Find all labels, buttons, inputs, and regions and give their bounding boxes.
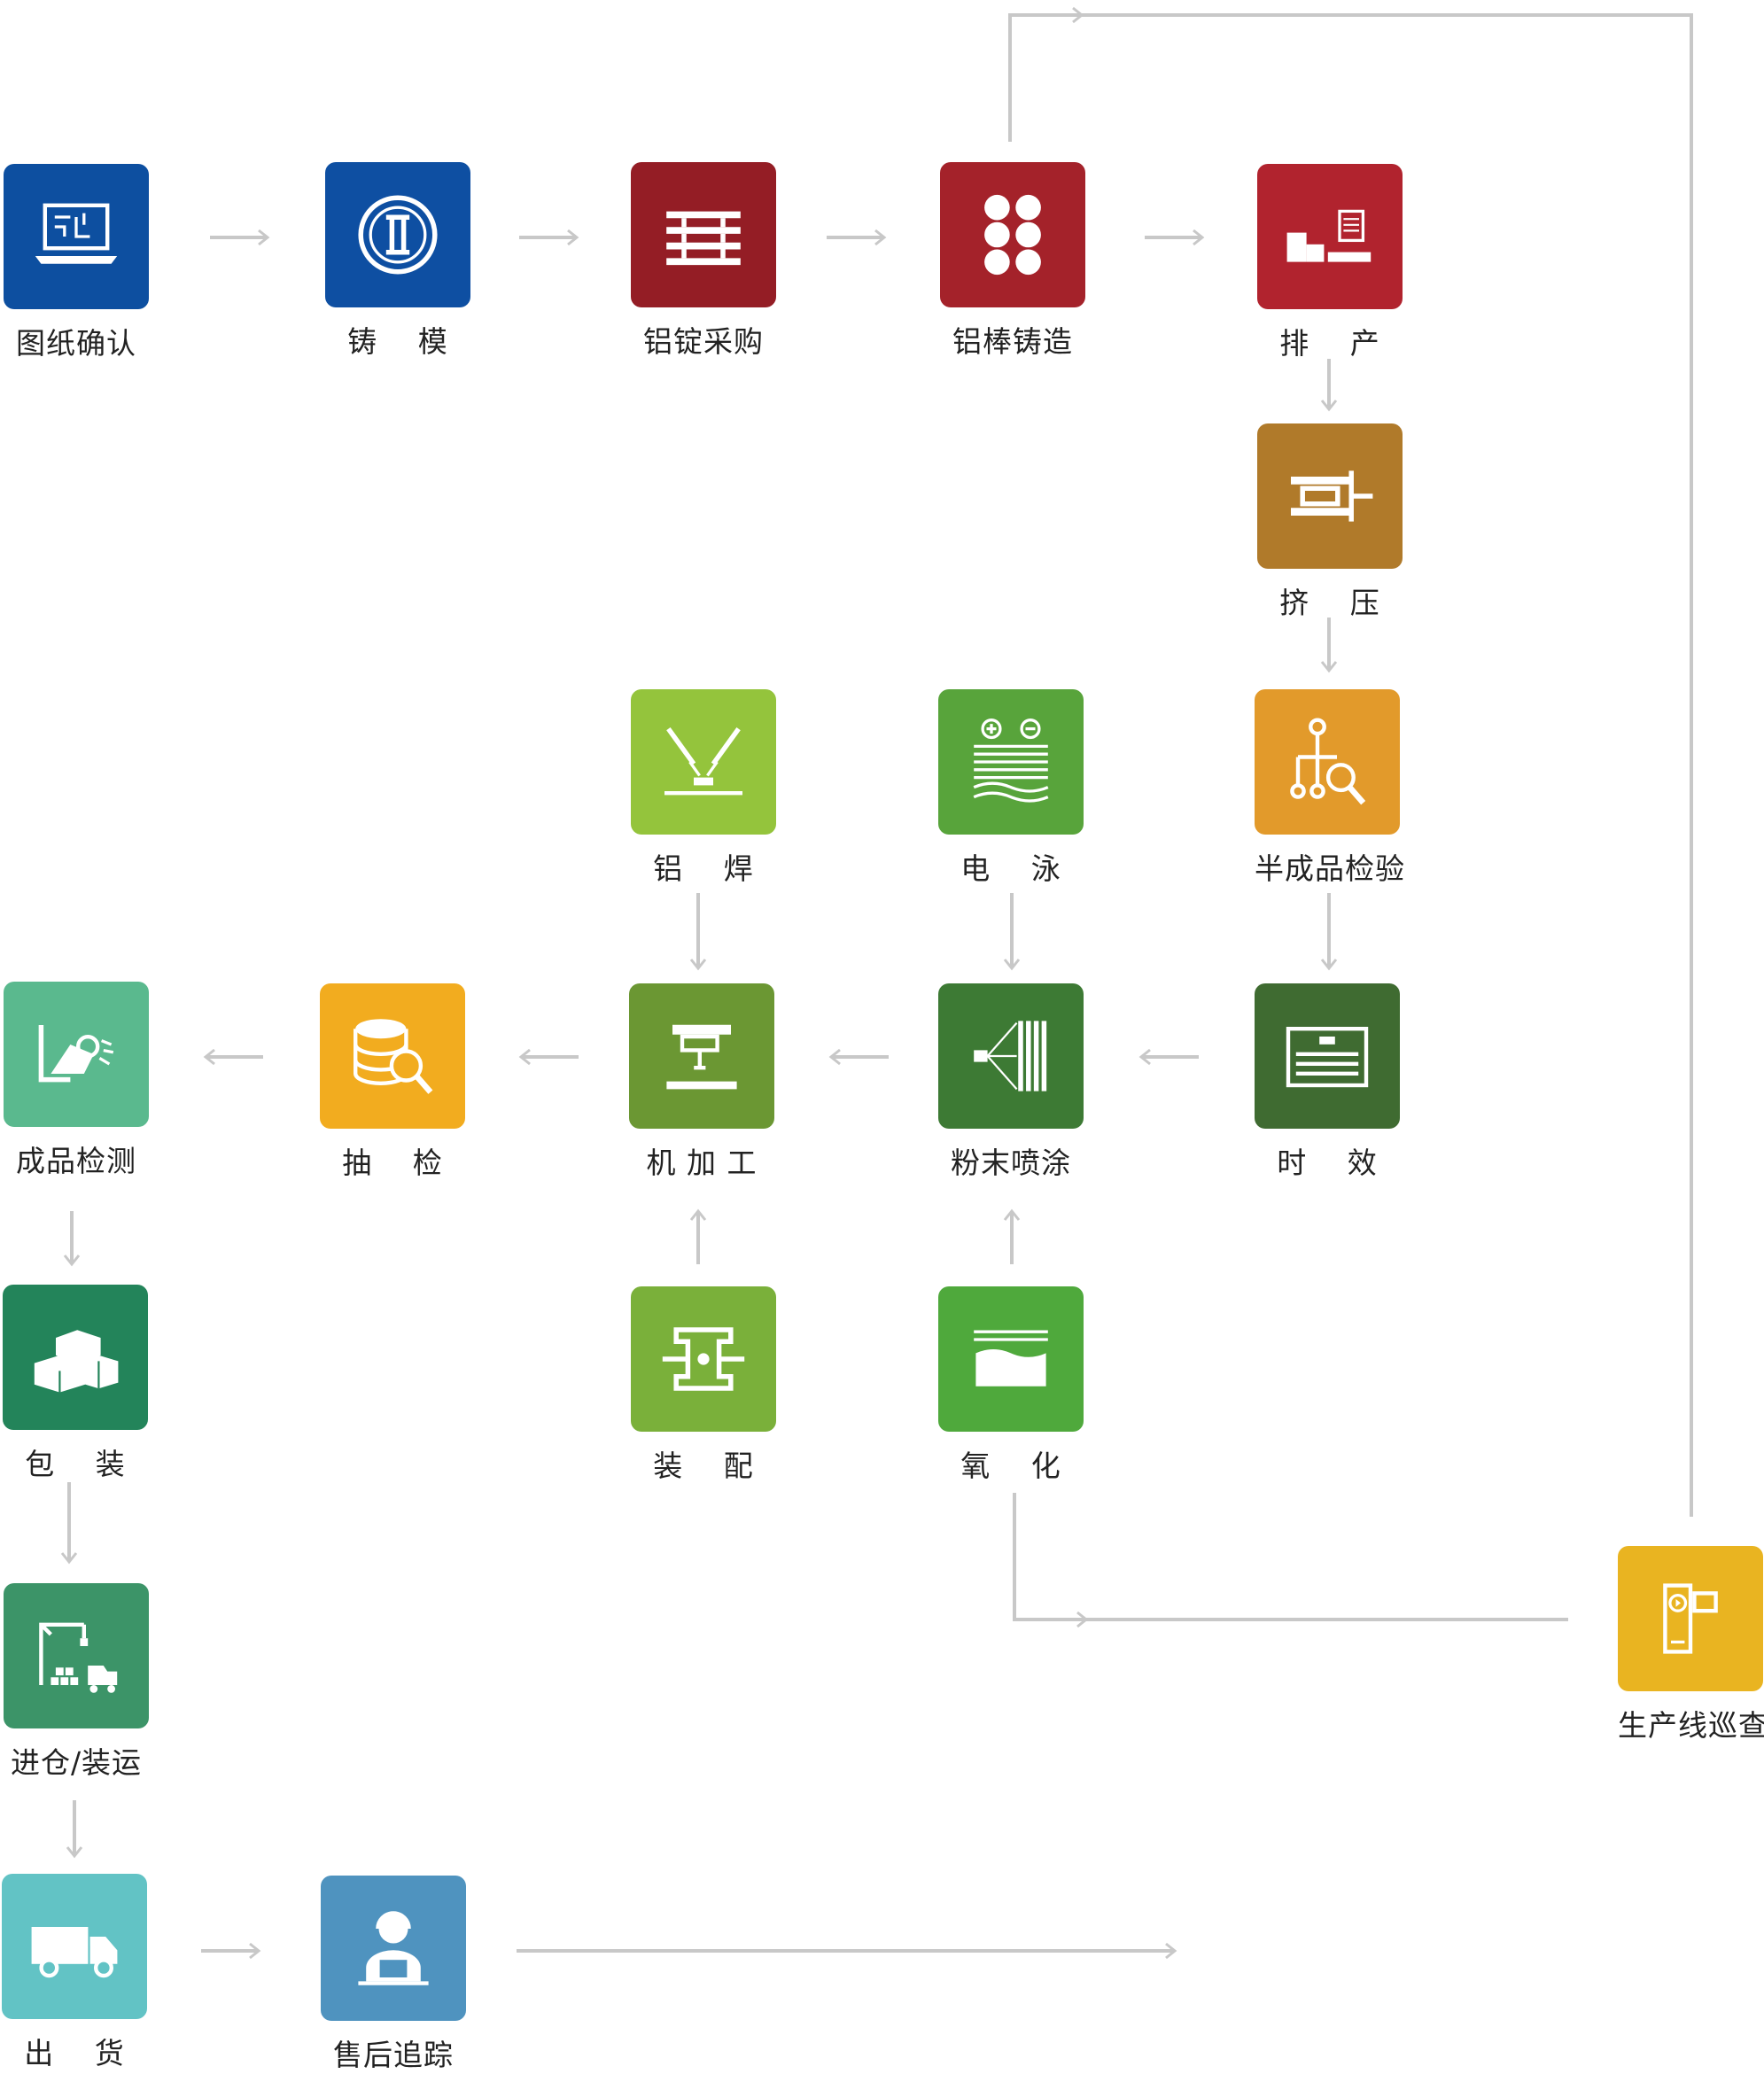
mold-die-icon	[358, 195, 438, 275]
loop-billet-patrol	[1008, 13, 1693, 1517]
assembly-clamp-icon	[662, 1327, 745, 1391]
final-tile	[4, 982, 149, 1127]
cnc-machine-icon	[666, 1024, 737, 1090]
step-line-patrol[interactable]: 生产线巡查	[1618, 1546, 1764, 1744]
assembly-tile	[631, 1286, 776, 1432]
loop-oxidize-patrol	[1013, 1493, 1568, 1621]
billet-tile	[940, 162, 1085, 307]
laptop-blueprint-icon	[35, 203, 118, 264]
final-scan-icon	[38, 1025, 114, 1083]
step-schedule[interactable]: 排 产	[1257, 164, 1403, 362]
mold-tile	[325, 162, 470, 307]
aftersale-tile	[321, 1876, 466, 2021]
step-assembly[interactable]: 装 配	[631, 1286, 776, 1485]
step-billet-casting[interactable]: 铝棒铸造	[940, 162, 1085, 361]
oxidation-tank-icon	[974, 1330, 1048, 1387]
crane-loading-icon	[39, 1622, 118, 1693]
billet-circles-icon	[984, 194, 1041, 276]
aging-tile	[1255, 983, 1400, 1129]
step-packing[interactable]: 包 装	[3, 1285, 148, 1483]
step-machining[interactable]: 机 加 工	[629, 983, 774, 1182]
drawing-tile	[4, 164, 149, 309]
electrophoresis-icon	[973, 719, 1049, 803]
camera-patrol-icon	[1663, 1583, 1718, 1654]
truck-icon	[31, 1927, 118, 1978]
step-oxidation[interactable]: 氧 化	[938, 1286, 1084, 1485]
powder-label: 粉末喷涂	[951, 1146, 1071, 1180]
extrude-tile	[1257, 423, 1403, 569]
weld-tile	[631, 689, 776, 835]
step-final-inspection[interactable]: 成品检测	[4, 982, 149, 1180]
final-label: 成品检测	[16, 1144, 136, 1178]
robot-welding-icon	[664, 726, 742, 796]
mold-label: 铸 模	[347, 324, 448, 359]
ingot-label: 铝锭采购	[643, 324, 764, 359]
ingot-tile	[631, 162, 776, 307]
step-aging[interactable]: 时 效	[1255, 983, 1400, 1182]
packing-label: 包 装	[25, 1447, 126, 1481]
step-mold[interactable]: 铸 模	[325, 162, 470, 361]
patrol-tile	[1618, 1546, 1763, 1691]
weld-label: 铝 焊	[653, 851, 754, 886]
schedule-label: 排 产	[1279, 326, 1380, 361]
step-electrophoresis[interactable]: 电 泳	[938, 689, 1084, 888]
extrude-label: 挤 压	[1279, 586, 1380, 620]
step-ingot-purchase[interactable]: 铝锭采购	[631, 162, 776, 361]
electro-tile	[938, 689, 1084, 835]
ship-label: 出 货	[24, 2036, 125, 2070]
oxidize-label: 氧 化	[960, 1449, 1061, 1483]
machining-tile	[629, 983, 774, 1129]
step-powder-coating[interactable]: 粉末喷涂	[938, 983, 1084, 1182]
step-welding[interactable]: 铝 焊	[631, 689, 776, 888]
support-agent-icon	[358, 1911, 429, 1985]
step-shipping[interactable]: 出 货	[2, 1874, 147, 2072]
extrusion-press-icon	[1291, 470, 1373, 522]
step-warehouse[interactable]: 进仓/装运	[4, 1583, 149, 1782]
powder-tile	[938, 983, 1084, 1129]
patrol-label: 生产线巡查	[1618, 1708, 1764, 1743]
ship-tile	[2, 1874, 147, 2019]
aftersale-label: 售后追踪	[333, 2038, 454, 2072]
spot-tile	[320, 983, 465, 1129]
spray-gun-icon	[974, 1021, 1047, 1091]
schedule-tile	[1257, 164, 1403, 309]
billet-label: 铝棒铸造	[952, 324, 1073, 359]
boxes-icon	[34, 1330, 119, 1393]
semi-label: 半成品检验	[1255, 851, 1405, 886]
machining-label: 机 加 工	[646, 1146, 758, 1180]
step-drawing-confirm[interactable]: 图纸确认	[4, 164, 149, 362]
step-extrude[interactable]: 挤 压	[1257, 423, 1403, 622]
assembly-label: 装 配	[653, 1449, 754, 1483]
factory-line-icon	[1286, 209, 1372, 262]
aging-oven-icon	[1286, 1027, 1369, 1088]
drawing-label: 图纸确认	[16, 326, 136, 361]
electro-label: 电 泳	[960, 851, 1061, 886]
packing-tile	[3, 1285, 148, 1430]
oxidize-tile	[938, 1286, 1084, 1432]
semi-tile	[1255, 689, 1400, 835]
warehouse-tile	[4, 1583, 149, 1728]
spot-label: 抽 检	[342, 1146, 443, 1180]
step-spot-check[interactable]: 抽 检	[320, 983, 465, 1182]
inspection-tree-icon	[1290, 718, 1366, 805]
warehouse-label: 进仓/装运	[10, 1745, 143, 1780]
step-semi-inspection[interactable]: 半成品检验	[1255, 689, 1405, 888]
database-search-icon	[354, 1019, 433, 1094]
aging-label: 时 效	[1277, 1146, 1378, 1180]
ingot-stack-icon	[666, 211, 741, 266]
step-after-sales[interactable]: 售后追踪	[321, 1876, 466, 2074]
